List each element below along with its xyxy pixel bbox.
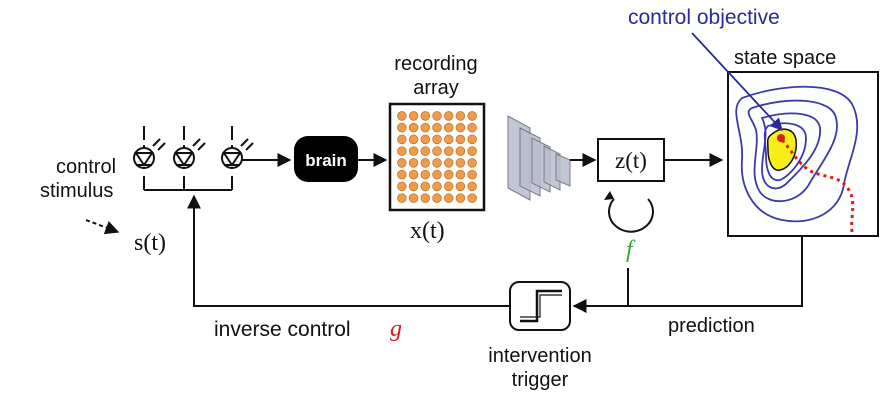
stimulus-label: stimulus: [40, 180, 113, 202]
dynamics-loop: [608, 198, 654, 233]
electrode: [455, 146, 466, 156]
electrode: [467, 122, 477, 133]
electrode: [432, 169, 442, 180]
electrode: [444, 181, 454, 192]
electrode: [444, 146, 454, 156]
state-space-label: state space: [734, 47, 836, 69]
electrode: [408, 158, 419, 168]
electrode: [455, 111, 466, 121]
electrode-grid: [397, 111, 477, 203]
electrode: [397, 122, 407, 133]
electrode: [397, 181, 407, 192]
recording-label: recording: [394, 53, 477, 75]
electrode: [397, 111, 407, 121]
electrode: [432, 181, 442, 192]
trajectory-dotted: [780, 138, 855, 233]
electrode: [432, 158, 442, 168]
control-objective-label: control objective: [628, 6, 780, 29]
electrode: [420, 134, 430, 145]
electrode: [408, 122, 419, 133]
electrode: [397, 134, 407, 145]
brain-label: brain: [305, 151, 347, 170]
g-label: g: [390, 316, 402, 342]
electrode: [444, 193, 454, 203]
electrode: [408, 169, 419, 180]
electrode: [408, 193, 419, 203]
electrode: [467, 134, 477, 145]
electrode: [420, 181, 430, 192]
prediction-path: [572, 236, 803, 313]
electrode: [455, 181, 466, 192]
intervention-label: intervention: [488, 345, 591, 367]
electrode: [408, 146, 419, 156]
electrode: [455, 169, 466, 180]
electrode: [432, 146, 442, 156]
electrode: [444, 169, 454, 180]
f-label: f: [626, 237, 636, 263]
electrode: [467, 193, 477, 203]
array-label: array: [413, 77, 459, 99]
electrode: [397, 158, 407, 168]
electrode: [420, 146, 430, 156]
electrode: [455, 158, 466, 168]
electrode: [467, 181, 477, 192]
network-layers-icon: [507, 115, 571, 201]
contour-lines: [735, 85, 859, 223]
recording-array-box: [388, 102, 486, 212]
x-t-label: x(t): [410, 218, 445, 244]
electrode: [432, 122, 442, 133]
electrode: [420, 122, 430, 133]
electrode: [444, 111, 454, 121]
led-icon-2: [173, 138, 206, 169]
electrode: [408, 134, 419, 145]
electrode: [397, 193, 407, 203]
brain-box: [294, 136, 358, 182]
inverse-control-label: inverse control: [214, 318, 351, 341]
inverse-control-path: [187, 194, 510, 307]
led-icon-3: [221, 138, 254, 169]
electrode: [444, 134, 454, 145]
trajectory-end-point: [777, 134, 785, 142]
dynamics-loop-arrowhead: [604, 191, 614, 200]
electrode: [444, 158, 454, 168]
electrode: [432, 111, 442, 121]
stimulus-dashed-arrow: [85, 219, 120, 235]
electrode: [455, 193, 466, 203]
electrode: [408, 111, 419, 121]
s-t-label: s(t): [134, 230, 166, 256]
electrode: [420, 158, 430, 168]
electrode: [467, 146, 477, 156]
prediction-label: prediction: [668, 315, 755, 337]
electrode: [455, 134, 466, 145]
electrode: [420, 169, 430, 180]
electrode: [432, 134, 442, 145]
step-function-icon: [520, 289, 562, 323]
step-function-shadow-icon: [520, 294, 562, 318]
electrode: [420, 193, 430, 203]
trigger-label: trigger: [512, 369, 569, 391]
z-t-label: z(t): [615, 148, 647, 173]
electrode: [432, 193, 442, 203]
electrode: [420, 111, 430, 121]
electrode: [467, 111, 477, 121]
electrode: [444, 122, 454, 133]
electrode: [467, 169, 477, 180]
electrode: [408, 181, 419, 192]
electrode: [397, 169, 407, 180]
electrode: [397, 146, 407, 156]
target-region: [766, 128, 798, 171]
electrode: [455, 122, 466, 133]
objective-pointer-arrow: [691, 32, 783, 131]
control-label: control: [56, 156, 116, 178]
electrode: [467, 158, 477, 168]
led-icon-1: [133, 138, 166, 169]
